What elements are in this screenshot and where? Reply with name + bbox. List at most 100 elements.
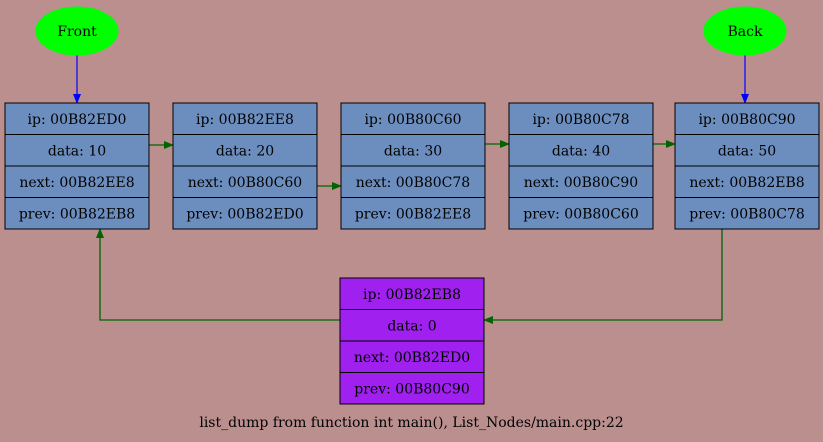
- list-node-n5: ip: 00B80C90 data: 50 next: 00B82EB8 prev: …: [674, 102, 820, 230]
- field-value: 00B80C78: [396, 175, 470, 191]
- pointer-front: Front: [35, 6, 119, 56]
- pointer-back: Back: [703, 6, 787, 56]
- field-label: data: [387, 318, 418, 334]
- field-label: next: [354, 350, 385, 366]
- field-label: ip: [364, 112, 377, 128]
- field-separator: :: [210, 112, 219, 128]
- field-separator: :: [218, 206, 227, 222]
- field-separator: :: [79, 143, 88, 159]
- field-separator: :: [386, 381, 395, 397]
- field-separator: :: [712, 112, 721, 128]
- field-value: 00B82ED0: [50, 112, 126, 128]
- field-value: 00B80C90: [564, 175, 638, 191]
- node-field-data: data: 0: [387, 318, 436, 334]
- node-field-prev: prev: 00B82ED0: [186, 206, 303, 222]
- field-label: ip: [532, 112, 545, 128]
- field-value: 00B82EB8: [729, 175, 804, 191]
- field-separator: :: [387, 175, 396, 191]
- field-label: prev: [354, 381, 386, 397]
- field-label: prev: [186, 206, 218, 222]
- field-value: 00B80C60: [228, 175, 302, 191]
- node-field-ip: ip: 00B82EB8: [363, 287, 461, 303]
- field-value: 30: [424, 143, 442, 159]
- field-separator: :: [749, 143, 758, 159]
- edges-layer: [73, 55, 749, 324]
- field-value: 00B82ED0: [227, 206, 303, 222]
- field-label: data: [216, 143, 247, 159]
- field-separator: :: [555, 175, 564, 191]
- field-value: 10: [88, 143, 106, 159]
- list-node-n3: ip: 00B80C60 data: 30 next: 00B80C78 prev: …: [340, 102, 486, 230]
- field-label: ip: [363, 287, 376, 303]
- field-value: 00B80C90: [395, 381, 469, 397]
- field-separator: :: [720, 175, 729, 191]
- pointer-ellipse: [703, 6, 787, 56]
- list-node-n1: ip: 00B82ED0 data: 10 next: 00B82EE8 prev: …: [4, 102, 150, 230]
- field-label: data: [718, 143, 749, 159]
- node-field-ip: ip: 00B80C90: [698, 112, 795, 128]
- field-separator: :: [51, 206, 60, 222]
- field-label: ip: [698, 112, 711, 128]
- node-field-ip: ip: 00B82EE8: [196, 112, 294, 128]
- pointer-label: Back: [728, 24, 763, 40]
- link-edge-s0-n1: [96, 228, 340, 321]
- field-value: 00B82EB8: [386, 287, 461, 303]
- field-value: 00B80C60: [564, 206, 638, 222]
- node-field-next: next: 00B80C78: [356, 175, 470, 191]
- field-label: prev: [689, 206, 721, 222]
- node-field-next: next: 00B80C60: [188, 175, 302, 191]
- list-node-n2: ip: 00B82EE8 data: 20 next: 00B80C60 prev: …: [172, 102, 318, 230]
- field-separator: :: [376, 287, 385, 303]
- field-separator: :: [555, 206, 564, 222]
- diagram-caption: list_dump from function int main(), List…: [199, 415, 623, 431]
- field-separator: :: [387, 206, 396, 222]
- link-edge-n5-s0: [483, 229, 723, 324]
- field-value: 00B80C60: [387, 112, 461, 128]
- field-label: next: [356, 175, 387, 191]
- field-value: 00B82EB8: [60, 206, 135, 222]
- field-separator: :: [721, 206, 730, 222]
- node-field-ip: ip: 00B80C78: [532, 112, 629, 128]
- node-field-prev: prev: 00B82EE8: [355, 206, 471, 222]
- field-value: 40: [592, 143, 610, 159]
- field-separator: :: [415, 143, 424, 159]
- field-value: 50: [758, 143, 776, 159]
- field-value: 00B80C78: [730, 206, 804, 222]
- node-field-data: data: 40: [552, 143, 610, 159]
- field-label: data: [384, 143, 415, 159]
- field-label: prev: [523, 206, 555, 222]
- field-label: ip: [196, 112, 209, 128]
- node-field-ip: ip: 00B82ED0: [28, 112, 127, 128]
- pointer-label: Front: [57, 24, 97, 40]
- field-value: 00B82EE8: [396, 206, 471, 222]
- field-value: 00B82ED0: [394, 350, 470, 366]
- field-value: 00B82EE8: [219, 112, 294, 128]
- node-field-prev: prev: 00B80C90: [354, 381, 469, 397]
- field-separator: :: [247, 143, 256, 159]
- node-field-next: next: 00B82EE8: [19, 175, 134, 191]
- field-label: data: [48, 143, 79, 159]
- field-label: data: [552, 143, 583, 159]
- field-value: 00B80C78: [555, 112, 629, 128]
- pointer-ellipse: [35, 6, 119, 56]
- field-separator: :: [50, 175, 59, 191]
- field-label: next: [689, 175, 720, 191]
- field-value: 00B82EE8: [59, 175, 134, 191]
- node-field-prev: prev: 00B80C78: [689, 206, 804, 222]
- field-label: prev: [19, 206, 51, 222]
- node-field-prev: prev: 00B82EB8: [19, 206, 135, 222]
- node-field-data: data: 20: [216, 143, 274, 159]
- node-field-next: next: 00B80C90: [524, 175, 638, 191]
- field-separator: :: [378, 112, 387, 128]
- field-label: next: [188, 175, 219, 191]
- node-field-ip: ip: 00B80C60: [364, 112, 461, 128]
- field-separator: :: [385, 350, 394, 366]
- field-value: 00B80C90: [721, 112, 795, 128]
- field-value: 0: [428, 318, 437, 334]
- node-field-next: next: 00B82EB8: [689, 175, 804, 191]
- field-label: next: [19, 175, 50, 191]
